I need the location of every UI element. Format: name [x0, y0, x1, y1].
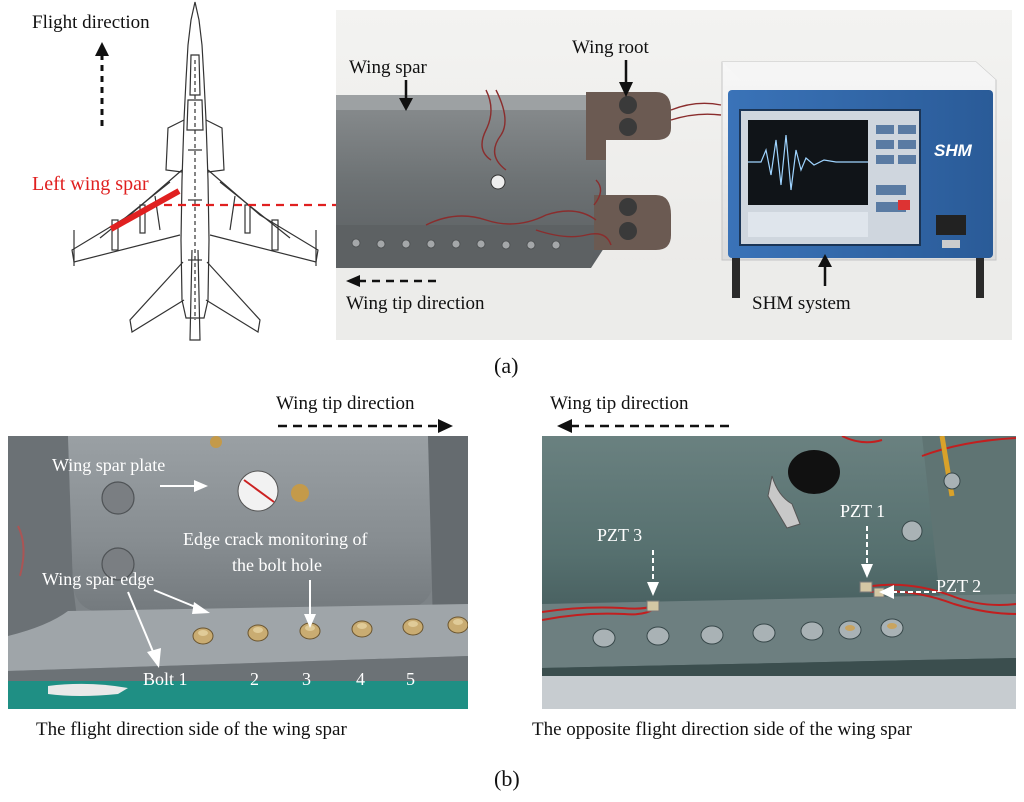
aircraft-drawing [60, 0, 330, 345]
pzt-3-label: PZT 3 [597, 525, 643, 545]
edge-crack-label-line1: Edge crack monitoring of [183, 529, 368, 549]
caption-left: The flight direction side of the wing sp… [36, 719, 347, 740]
left-wing-spar-marker [105, 185, 185, 235]
wing-spar-edge-arrow-2 [124, 590, 164, 670]
pzt-2-label: PZT 2 [936, 576, 982, 596]
wing-tip-direction-label-a: Wing tip direction [346, 293, 485, 314]
wing-spar-label: Wing spar [349, 57, 427, 78]
pzt-3-arrow [645, 550, 661, 600]
bolt-2-label: 2 [250, 669, 259, 689]
wing-spar-plate-arrow [160, 478, 210, 494]
wing-tip-direction-arrow-a [346, 274, 436, 288]
flight-direction-arrow [92, 42, 112, 127]
wing-tip-direction-arrow-b-left [278, 418, 454, 434]
pzt-1-arrow [859, 526, 875, 582]
bolt-3-label: 3 [302, 669, 311, 689]
pzt-1-label: PZT 1 [840, 501, 886, 521]
panel-a-label: (a) [494, 353, 519, 378]
wing-spar-edge-label: Wing spar edge [42, 569, 155, 589]
wing-spar-edge-arrow-1 [152, 588, 212, 616]
wing-tip-direction-label-b-right: Wing tip direction [550, 393, 689, 414]
left-wing-spar-label: Left wing spar [32, 173, 149, 195]
bolt-1-label: Bolt 1 [143, 669, 188, 689]
flight-direction-label: Flight direction [32, 12, 150, 33]
shm-system-arrow [815, 254, 835, 286]
wing-spar-photo: SHM [336, 10, 1012, 340]
panel-b-label: (b) [494, 766, 520, 791]
shm-system-label: SHM system [752, 293, 851, 314]
bolt-4-label: 4 [356, 669, 365, 689]
wing-tip-direction-arrow-b-right [556, 418, 732, 434]
pzt-2-arrow [878, 584, 936, 600]
opposite-side-photo [542, 436, 1016, 709]
wing-root-label: Wing root [572, 37, 649, 58]
wing-root-arrow [616, 60, 636, 98]
shm-logo: SHM [934, 141, 972, 160]
flight-side-photo [8, 436, 468, 709]
edge-crack-label-line2: the bolt hole [232, 555, 322, 575]
wing-tip-direction-label-b-left: Wing tip direction [276, 393, 415, 414]
caption-right: The opposite flight direction side of th… [532, 719, 912, 740]
bolt-5-label: 5 [406, 669, 415, 689]
wing-spar-arrow [396, 80, 416, 112]
edge-crack-arrow [302, 580, 318, 630]
wing-spar-plate-label: Wing spar plate [52, 455, 166, 475]
